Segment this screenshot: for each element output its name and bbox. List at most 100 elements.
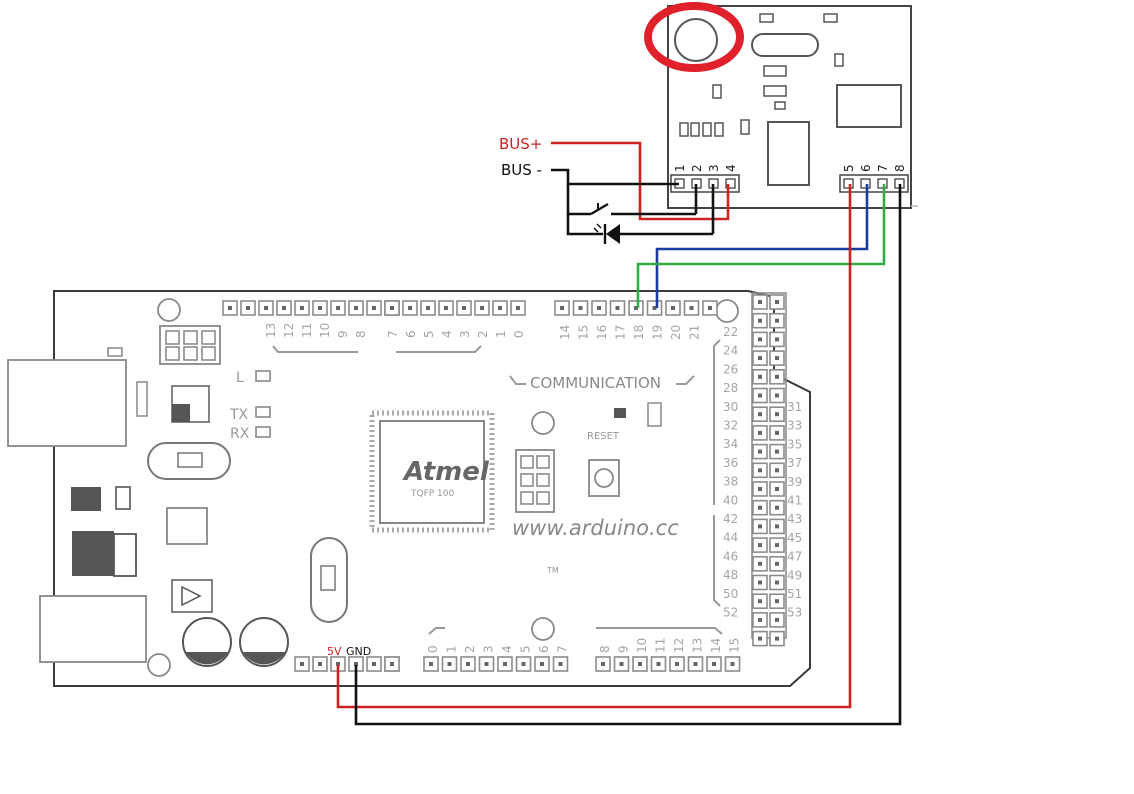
smd-c — [115, 486, 131, 510]
capacitor-2-band — [243, 652, 285, 665]
pin-label-dl-22: 22 — [723, 325, 738, 339]
module-ic — [767, 121, 810, 186]
silk-digital-top — [713, 339, 721, 505]
pin-label-a8: 8 — [598, 645, 612, 653]
pin-power-1-hole — [318, 662, 322, 666]
pin-dig-r-0-hole — [775, 300, 779, 304]
reset-label: RESET — [587, 431, 620, 442]
pin-analog-b-4-hole — [675, 662, 679, 666]
pin-label-a13: 13 — [691, 638, 705, 653]
module-smd-3 — [834, 53, 844, 67]
pin-label-dr-49: 49 — [787, 568, 802, 582]
pin-comm-5-hole — [652, 306, 657, 310]
pin-top-a-6-hole — [336, 306, 340, 310]
pin-analog-a-6-hole — [540, 662, 544, 666]
pin-label-comm-15: 15 — [577, 325, 591, 340]
pin-label-dr-45: 45 — [787, 531, 802, 545]
pin-label-d7: 7 — [386, 330, 400, 338]
pin-comm-3-hole — [615, 306, 620, 310]
module-smd-1 — [759, 13, 774, 23]
pin-label-comm-16: 16 — [595, 325, 609, 340]
pin-dig-r-8-hole — [775, 449, 779, 454]
pin-label-comm-19: 19 — [651, 325, 665, 340]
label-gnd: GND — [346, 645, 371, 658]
pin-label-dr-53: 53 — [787, 606, 802, 620]
voltage-regulator — [72, 531, 114, 576]
pin-label-d3: 3 — [458, 330, 472, 338]
module-smd-6 — [774, 101, 786, 110]
pin-analog-b-2-hole — [638, 662, 642, 666]
pin-label-dl-26: 26 — [723, 362, 738, 376]
bus-module: 1 2 3 4 5 6 7 8 — [667, 5, 918, 209]
pin-dig-r-7-hole — [775, 430, 779, 435]
comm-bracket-left — [509, 375, 526, 385]
capacitor-1-band — [186, 652, 228, 665]
module-pin-7: 7 — [876, 164, 890, 172]
ic-small-1-mark — [172, 404, 190, 422]
wire-blue — [655, 184, 869, 308]
chip-logo: Atmel — [402, 457, 490, 487]
pin-dig-l-9-hole — [758, 468, 762, 473]
pin-label-dr-33: 33 — [787, 419, 802, 433]
pin-analog-a-2-hole — [466, 662, 470, 666]
pin-dig-r-1-hole — [775, 318, 779, 323]
pin-dig-l-2-hole — [758, 337, 762, 342]
pin-label-12: 12 — [282, 323, 296, 338]
pin-dig-l-11-hole — [758, 505, 762, 510]
pin-label-d0: 0 — [512, 330, 526, 338]
pin-analog-b-0-hole — [601, 662, 605, 666]
pin-power-2-hole — [336, 662, 340, 666]
pin-analog-a-3-hole — [484, 662, 489, 666]
pin-label-dl-34: 34 — [723, 437, 738, 451]
pin-label-d6: 6 — [404, 330, 418, 338]
pin-label-dr-51: 51 — [787, 587, 802, 601]
smd-d — [166, 507, 208, 545]
pin-label-dr-35: 35 — [787, 437, 802, 451]
wire-switch — [566, 184, 591, 216]
wire-black-gnd — [354, 184, 902, 726]
pin-dig-r-12-hole — [775, 524, 779, 529]
module-chip — [836, 84, 902, 128]
smd-e — [647, 402, 662, 427]
pin-label-comm-14: 14 — [558, 325, 572, 340]
module-pin-2: 2 — [690, 164, 704, 172]
bus-plus-label: BUS+ — [499, 135, 542, 153]
diode-part-arrow — [181, 585, 202, 607]
pin-dig-l-15-hole — [758, 580, 762, 585]
pin-dig-r-13-hole — [775, 543, 779, 548]
pin-label-dl-32: 32 — [723, 419, 738, 433]
pin-label-13: 13 — [264, 323, 278, 338]
pin-label-comm-18: 18 — [632, 325, 646, 340]
pin-dig-l-1-hole — [758, 318, 762, 323]
pin-top-b-3-hole — [444, 306, 448, 310]
pin-power-4-hole — [372, 662, 376, 666]
module-smd-7 — [712, 84, 722, 99]
module-pin-3: 3 — [707, 164, 721, 172]
vreg-tab — [113, 533, 137, 577]
mount-hole-1 — [157, 298, 181, 322]
pin-dig-r-6-hole — [775, 412, 779, 417]
pin-label-8: 8 — [354, 330, 368, 338]
wire-red-5v — [336, 184, 852, 709]
wire-bus-plus — [551, 141, 730, 221]
reset-button-cap[interactable] — [594, 468, 614, 488]
power-jack — [39, 595, 147, 663]
pin-dig-l-3-hole — [758, 356, 762, 361]
module-pin-8: 8 — [893, 164, 907, 172]
pin-analog-a-7-hole — [558, 662, 563, 666]
mount-hole-4 — [147, 653, 171, 677]
pin-top-a-8-hole — [372, 306, 376, 310]
pin-dig-l-16-hole — [758, 599, 762, 604]
pin-comm-7-hole — [689, 306, 694, 310]
usb-connector — [7, 359, 127, 447]
silk-analog-left — [428, 627, 445, 635]
pin-label-a1: 1 — [445, 645, 459, 653]
pin-top-b-6-hole — [498, 306, 502, 310]
pin-label-a9: 9 — [617, 645, 631, 653]
pin-dig-r-4-hole — [775, 374, 779, 379]
silk-pwm-left — [272, 345, 358, 353]
pin-dig-r-3-hole — [775, 356, 779, 361]
comm-bracket-right — [676, 375, 695, 385]
pin-label-a0: 0 — [426, 645, 440, 653]
